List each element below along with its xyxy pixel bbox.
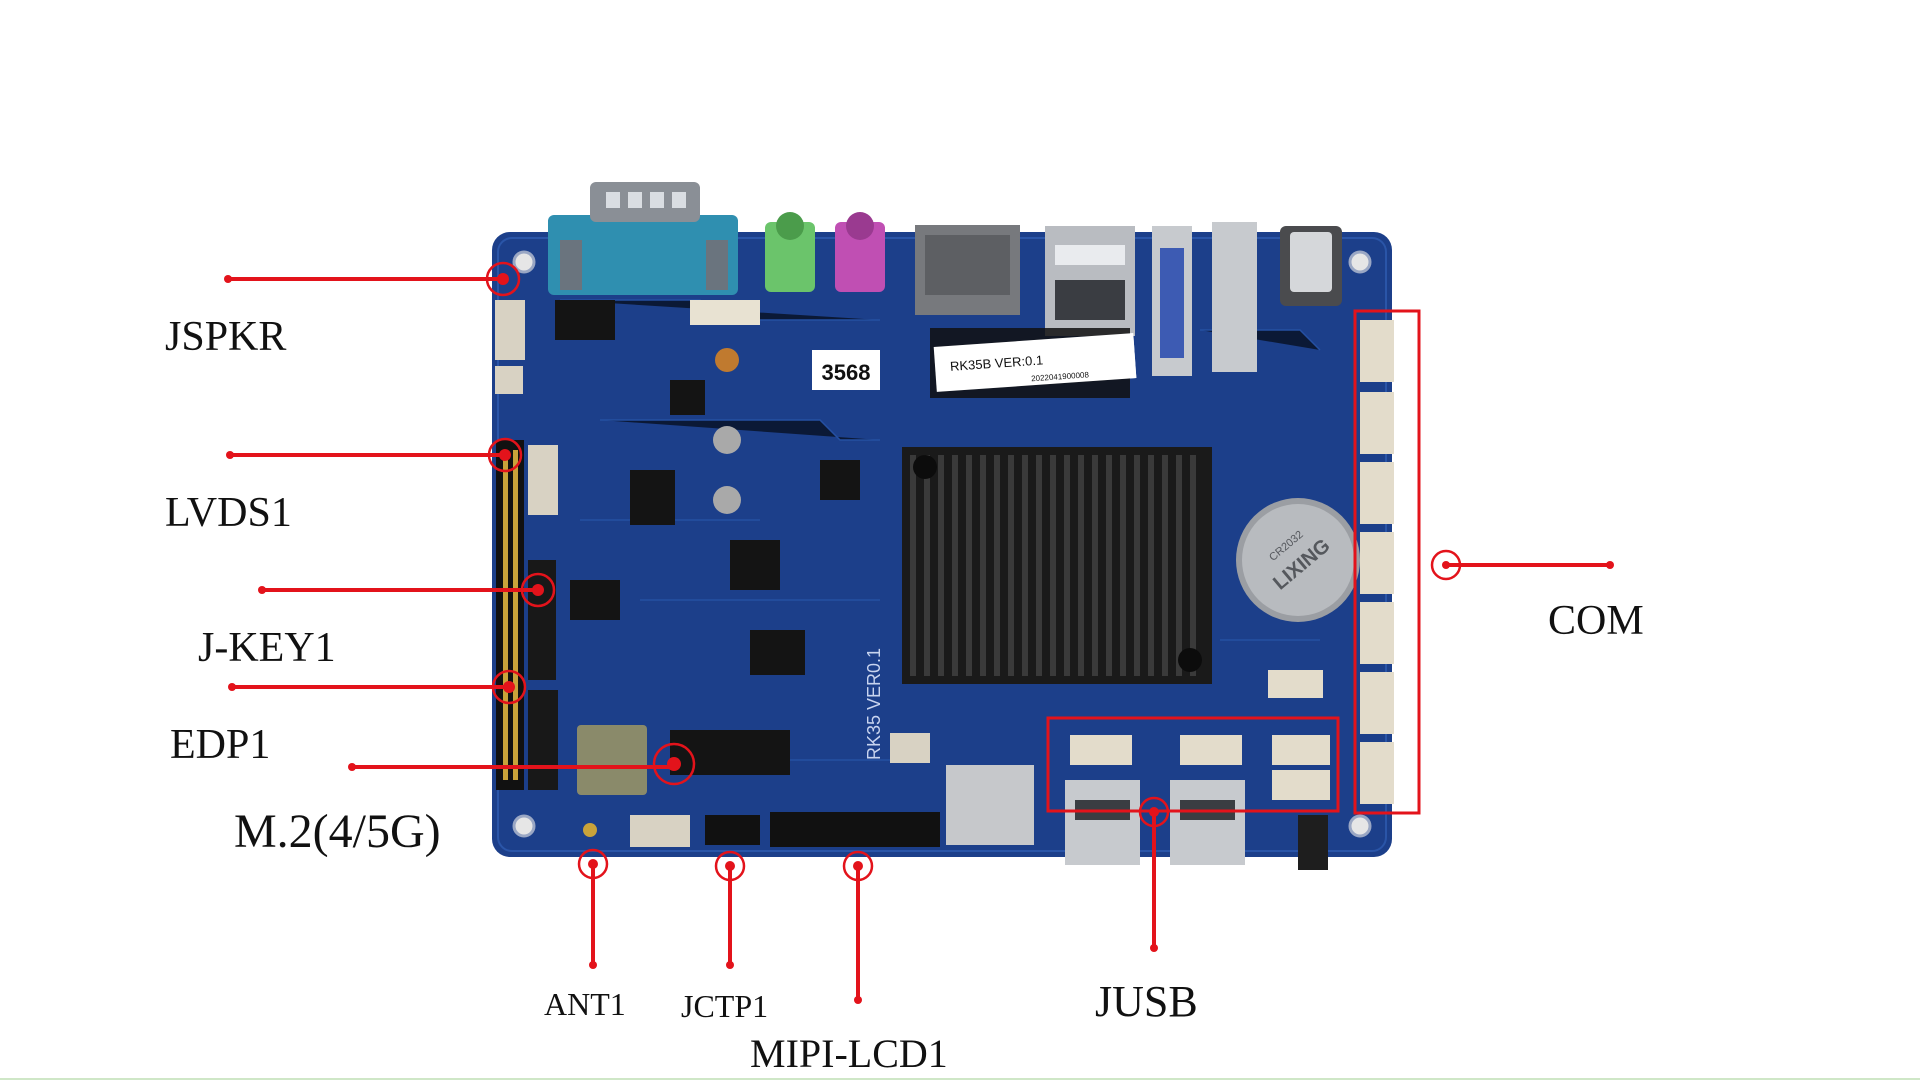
mounting-holes [512, 250, 1372, 838]
label-edp1: EDP1 [170, 722, 271, 768]
callout-ant1 [577, 848, 609, 969]
m2-slot [670, 730, 790, 775]
heatsink [902, 447, 1212, 684]
label-ant1: ANT1 [544, 986, 626, 1022]
usb-port-bottom-left [1065, 780, 1140, 865]
label-jkey1: J-KEY1 [198, 625, 336, 671]
callout-edp1 [228, 669, 527, 705]
sticker-label-top: RK35B VER:0.1 [950, 352, 1044, 373]
callout-jkey1 [258, 572, 556, 608]
label-jspkr: JSPKR [165, 314, 287, 360]
usb-port-bottom-right [1170, 780, 1245, 865]
serial-port [548, 215, 738, 295]
callout-jctp1 [714, 850, 746, 969]
sticker-serial-top: 2022041900008 [1031, 370, 1090, 383]
audio-jack-green [765, 222, 815, 292]
label-jctp1: JCTP1 [681, 988, 769, 1024]
label-mipi-lcd1: MIPI-LCD1 [750, 1031, 948, 1076]
com-connectors [1360, 320, 1394, 804]
label-com: COM [1548, 598, 1644, 644]
audio-jack-pink [835, 222, 885, 292]
wifi-module [577, 725, 647, 795]
callout-m2 [348, 742, 696, 786]
jusb-highlight-box [1046, 716, 1340, 813]
label-m2: M.2(4/5G) [234, 805, 441, 858]
callout-jusb [1138, 796, 1170, 952]
bottom-rule [0, 1078, 1920, 1080]
sd-card-slot [946, 765, 1034, 845]
callout-lvds1 [226, 437, 523, 473]
callout-mipi-lcd1 [842, 850, 874, 1004]
chip-label: 3568 [822, 360, 871, 385]
silkscreen-text: RK35 VER0.1 [864, 648, 884, 760]
label-jusb: JUSB [1095, 977, 1198, 1026]
callout-jspkr [224, 261, 521, 297]
com-highlight-box [1353, 309, 1421, 815]
callout-com [1430, 549, 1614, 581]
coin-battery: LIXING CR2032 [1236, 498, 1360, 622]
jusb-connectors [1070, 670, 1330, 800]
label-lvds1: LVDS1 [165, 490, 292, 536]
